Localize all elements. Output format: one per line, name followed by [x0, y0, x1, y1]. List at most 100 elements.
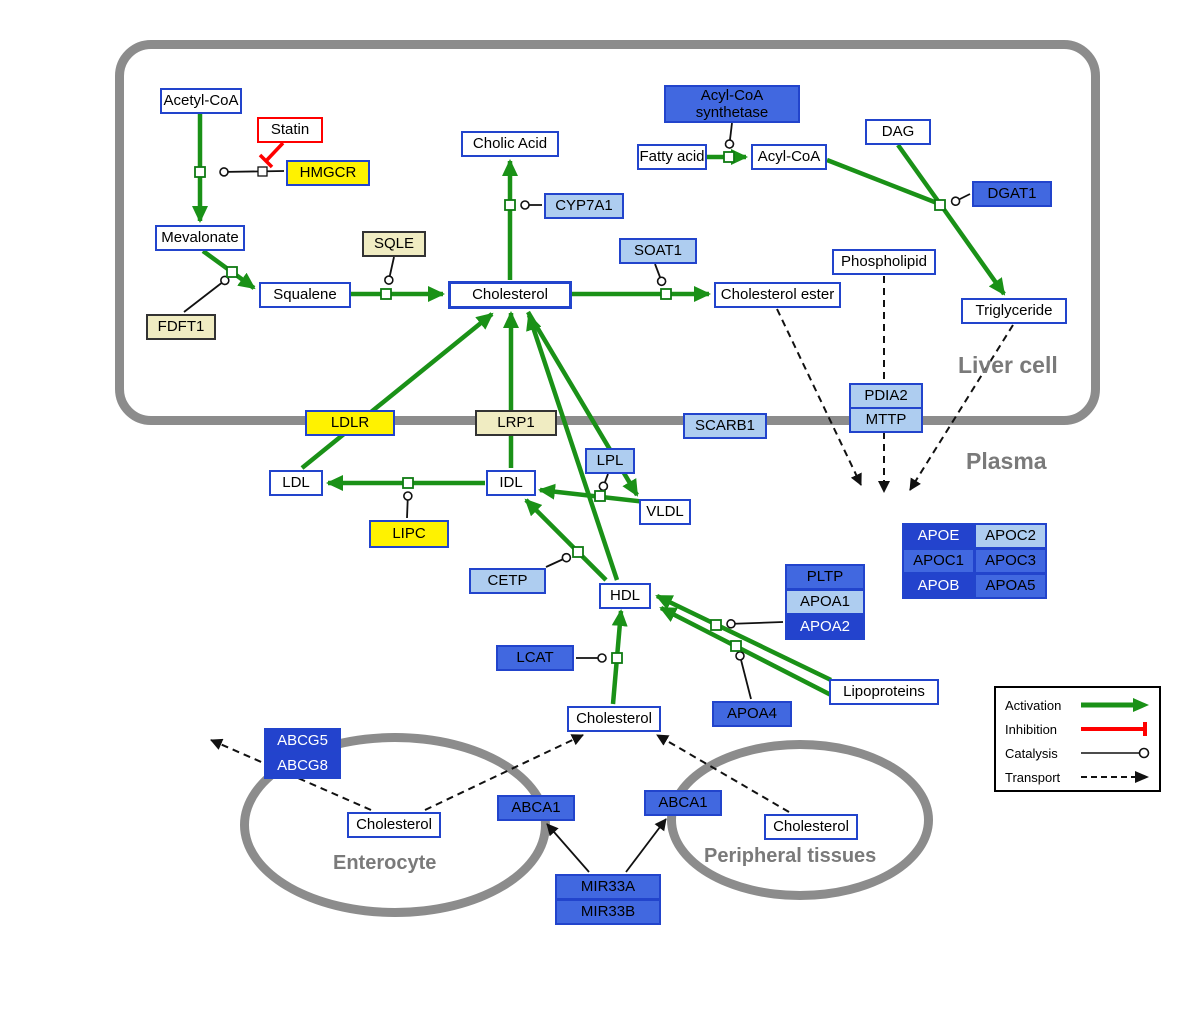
- transport-edge-peripheral-cholesterol-plasma: [656, 734, 790, 813]
- node-hdl[interactable]: HDL: [599, 583, 651, 609]
- node-apoc3[interactable]: APOC3: [974, 548, 1047, 574]
- inhibition-tbar-icon: [1081, 722, 1147, 736]
- catalysis-edge-lpl: [598, 473, 609, 492]
- node-apoa5[interactable]: APOA5: [974, 573, 1047, 599]
- plasma-label: Plasma: [966, 448, 1047, 474]
- node-fdft1[interactable]: FDFT1: [146, 314, 216, 340]
- catalysis-edge-lipc: [403, 491, 413, 519]
- node-lrp1[interactable]: LRP1: [475, 410, 557, 436]
- catalysis-edge-cetp: [545, 552, 572, 568]
- reaction-node: [730, 640, 742, 652]
- transport-edge-cholesterolester-plasma: [776, 308, 862, 486]
- activation-edge-ldl-cholesterol: [300, 312, 494, 470]
- node-abca1-enterocyte[interactable]: ABCA1: [497, 795, 575, 821]
- node-mir33b[interactable]: MIR33B: [555, 899, 661, 925]
- catalysis-edge-fdft1: [183, 275, 230, 313]
- node-triglyceride[interactable]: Triglyceride: [961, 298, 1067, 324]
- node-apoc2[interactable]: APOC2: [974, 523, 1047, 549]
- node-dag[interactable]: DAG: [865, 119, 931, 145]
- transport-arrow-icon: [1081, 771, 1149, 783]
- node-apoe[interactable]: APOE: [902, 523, 975, 549]
- enterocyte-compartment: [240, 733, 550, 917]
- activation-edge-hdl-cholesterol: [526, 313, 620, 581]
- node-cholic-acid[interactable]: Cholic Acid: [461, 131, 559, 157]
- catalysis-edge-hmgcr: [219, 167, 285, 177]
- node-apoa4[interactable]: APOA4: [712, 701, 792, 727]
- node-mttp[interactable]: MTTP: [849, 407, 923, 433]
- node-statin[interactable]: Statin: [257, 117, 323, 143]
- activation-edge-hdl-idl: [524, 498, 608, 582]
- node-lipoproteins[interactable]: Lipoproteins: [829, 679, 939, 705]
- reaction-node: [402, 477, 414, 489]
- transport-edge-enterocyte-cholesterol-plasma: [424, 734, 584, 811]
- liver-cell-compartment: [115, 40, 1100, 425]
- reaction-node: [194, 166, 206, 178]
- node-pltp[interactable]: PLTP: [785, 564, 865, 590]
- node-scarb1[interactable]: SCARB1: [683, 413, 767, 439]
- node-mir33a[interactable]: MIR33A: [555, 874, 661, 900]
- legend: Activation Inhibition Catalysis Transpor…: [994, 686, 1161, 792]
- activation-edge-vldl-idl: [538, 483, 647, 505]
- node-cyp7a1[interactable]: CYP7A1: [544, 193, 624, 219]
- catalysis-edge-dgat1: [950, 193, 971, 207]
- node-acyl-coa[interactable]: Acyl-CoA: [751, 144, 827, 170]
- catalysis-edge-apoa4: [735, 651, 752, 700]
- node-idl[interactable]: IDL: [486, 470, 536, 496]
- node-fatty-acid[interactable]: Fatty acid: [637, 144, 707, 170]
- node-cholesterol-peripheral[interactable]: Cholesterol: [764, 814, 858, 840]
- node-apoa2[interactable]: APOA2: [785, 614, 865, 640]
- node-sqle[interactable]: SQLE: [362, 231, 426, 257]
- activation-arrow-icon: [1081, 698, 1149, 712]
- node-abca1-peripheral[interactable]: ABCA1: [644, 790, 722, 816]
- node-cholesterol-enterocyte[interactable]: Cholesterol: [347, 812, 441, 838]
- inhibition-tbar-statin: [258, 153, 274, 169]
- node-soat1[interactable]: SOAT1: [619, 238, 697, 264]
- catalysis-circle-icon: [1081, 747, 1150, 759]
- legend-activation-label: Activation: [1005, 697, 1062, 713]
- inhibition-edge-statin: [264, 141, 285, 163]
- node-cholesterol-liver[interactable]: Cholesterol: [448, 281, 572, 309]
- transport-edge-triglyceride-plasma: [909, 324, 1014, 491]
- node-pdia2[interactable]: PDIA2: [849, 383, 923, 409]
- legend-row-activation: Activation: [996, 693, 1159, 717]
- node-apoa1[interactable]: APOA1: [785, 589, 865, 615]
- anchor-node-hmgcr: [257, 166, 268, 177]
- node-abcg5[interactable]: ABCG5: [264, 728, 341, 754]
- node-phospholipid[interactable]: Phospholipid: [832, 249, 936, 275]
- activation-edge-lipoproteins-hdl-upper: [655, 593, 832, 683]
- catalysis-edge-soat1: [654, 263, 667, 287]
- node-acyl-coa-synthetase[interactable]: Acyl-CoA synthetase: [664, 85, 800, 123]
- node-apoc1[interactable]: APOC1: [902, 548, 975, 574]
- node-ldlr[interactable]: LDLR: [305, 410, 395, 436]
- node-dgat1[interactable]: DGAT1: [972, 181, 1052, 207]
- enterocyte-label: Enterocyte: [333, 852, 437, 874]
- node-abcg8[interactable]: ABCG8: [264, 753, 341, 779]
- node-ldl[interactable]: LDL: [269, 470, 323, 496]
- node-cholesterol-ester[interactable]: Cholesterol ester: [714, 282, 841, 308]
- reaction-node: [611, 652, 623, 664]
- legend-row-transport: Transport: [996, 765, 1159, 789]
- node-mevalonate[interactable]: Mevalonate: [155, 225, 245, 251]
- node-acetyl-coa[interactable]: Acetyl-CoA: [160, 88, 242, 114]
- node-lcat[interactable]: LCAT: [496, 645, 574, 671]
- legend-inhibition-label: Inhibition: [1005, 721, 1058, 737]
- node-lipc[interactable]: LIPC: [369, 520, 449, 548]
- node-lpl[interactable]: LPL: [585, 448, 635, 474]
- activation-edge-acylcoa-junction: [826, 157, 938, 206]
- activation-edge-lipoproteins-hdl-lower: [659, 605, 835, 699]
- node-apob[interactable]: APOB: [902, 573, 975, 599]
- node-hmgcr[interactable]: HMGCR: [286, 160, 370, 186]
- node-cetp[interactable]: CETP: [469, 568, 546, 594]
- legend-catalysis-label: Catalysis: [1005, 745, 1058, 761]
- node-squalene[interactable]: Squalene: [259, 282, 351, 308]
- node-cholesterol-plasma[interactable]: Cholesterol: [567, 706, 661, 732]
- peripheral-tissues-label: Peripheral tissues: [704, 845, 877, 867]
- catalysis-edge-acylcoa-synthetase: [724, 122, 735, 149]
- reaction-node: [380, 288, 392, 300]
- legend-transport-label: Transport: [1005, 769, 1061, 785]
- arrow-edge-mir33-abca1-left: [546, 823, 590, 873]
- legend-row-catalysis: Catalysis: [996, 741, 1159, 765]
- node-vldl[interactable]: VLDL: [639, 499, 691, 525]
